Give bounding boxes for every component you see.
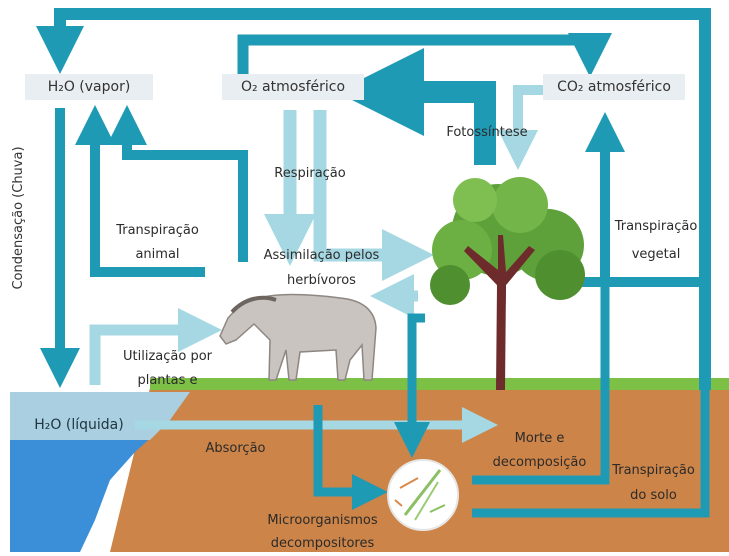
- label-transpiracao-vegetal-2: vegetal: [600, 246, 712, 263]
- label-assimilacao-1: Assimilação pelos: [244, 247, 399, 264]
- foliage-7: [430, 265, 470, 305]
- label-assimilacao-2: herbívoros: [244, 272, 399, 289]
- foliage-5: [453, 178, 497, 222]
- label-utilizacao-1: Utilização por: [105, 348, 230, 365]
- node-co2-atmosferico: CO₂ atmosférico: [543, 74, 685, 100]
- node-o2-atmosferico: O₂ atmosférico: [222, 74, 364, 100]
- horse-body: [220, 295, 376, 380]
- label-microorganismos-1: Microorganismos: [255, 512, 390, 529]
- label-condensacao: Condensação (Chuva): [11, 133, 31, 303]
- label-transpiracao-animal-2: animal: [100, 246, 215, 263]
- label-transpiracao-solo-1: Transpiração: [596, 462, 711, 479]
- label-transpiracao-animal-1: Transpiração: [100, 222, 215, 239]
- flow-resp-vapor: [127, 125, 243, 262]
- label-morte-1: Morte e: [482, 430, 597, 447]
- grass-strip: [150, 378, 729, 390]
- foliage-4: [492, 177, 548, 233]
- flow-assimilacao: [320, 110, 408, 255]
- label-microorganismos-2: decompositores: [255, 535, 390, 552]
- tree-illustration: [430, 177, 585, 390]
- label-morte-2: decomposição: [482, 454, 597, 471]
- label-utilizacao-2: plantas e: [105, 372, 230, 389]
- flow-co2-tree: [518, 90, 545, 150]
- node-h2o-liquida: H₂O (líquida): [20, 417, 138, 434]
- label-fotossintese: Fotossíntese: [432, 124, 542, 141]
- node-h2o-vapor: H₂O (vapor): [25, 74, 153, 100]
- label-transpiracao-solo-2: do solo: [596, 487, 711, 504]
- horse-illustration: [220, 295, 376, 380]
- label-respiracao: Respiração: [255, 165, 365, 182]
- microorganism-circle: [388, 460, 458, 530]
- label-absorcao: Absorção: [188, 440, 283, 457]
- label-transpiracao-vegetal-1: Transpiração: [600, 218, 712, 235]
- foliage-6: [535, 250, 585, 300]
